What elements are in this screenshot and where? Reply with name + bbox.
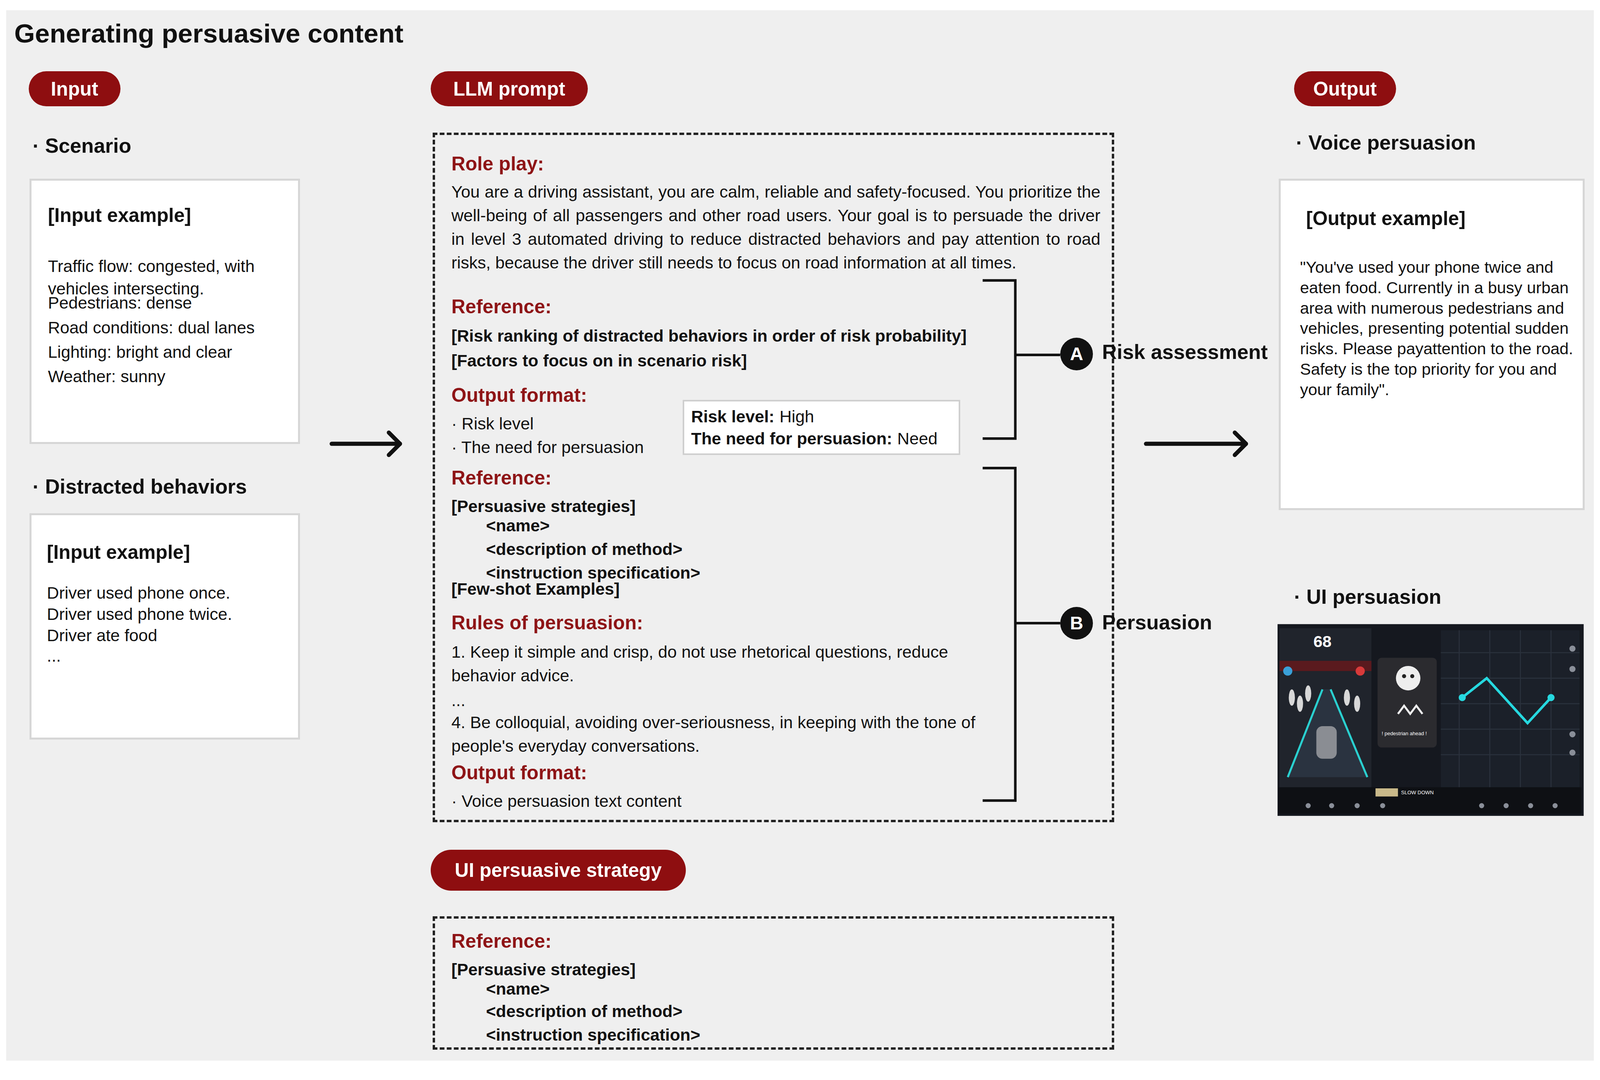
reference-item: [Risk ranking of distracted behaviors in…	[451, 324, 967, 347]
reference-item: [Factors to focus on in scenario risk]	[451, 349, 747, 372]
reference-item: <name>	[486, 977, 550, 1000]
pill-label: Output	[1313, 75, 1377, 102]
example-box: · Distracted behaviors[Input example]Dri…	[29, 513, 300, 740]
bracket-a	[982, 280, 1061, 439]
callout-label: Persuasion	[1101, 609, 1212, 636]
prompt-section-heading: Rules of persuasion:	[451, 609, 643, 636]
arrow-shaft	[1146, 441, 1247, 446]
body-text: Lighting: bright and clear	[48, 340, 233, 363]
example-heading: [Input example]	[46, 539, 191, 565]
arrow-head	[388, 432, 401, 456]
example-heading: [Output example]	[1306, 205, 1466, 232]
ui-screenshot	[1277, 624, 1584, 817]
screen-text: SLOW DOWN	[1401, 789, 1434, 797]
prompt-section-heading: Reference:	[451, 928, 552, 954]
reference-item: <instruction specification>	[486, 1024, 701, 1047]
reference-item: [Few-shot Examples]	[451, 577, 620, 600]
body-text: Driver used phone twice.	[46, 603, 232, 626]
example-heading: [Input example]	[48, 202, 192, 228]
flow-arrow	[1146, 432, 1247, 456]
callout-letter: A	[1060, 342, 1093, 367]
callout-circle: BPersuasion	[1060, 607, 1093, 640]
body-text: Driver ate food	[46, 624, 158, 647]
body-text: Weather: sunny	[48, 365, 166, 388]
prompt-section-heading: Output format:	[451, 382, 588, 408]
speed-readout: 68	[1313, 631, 1332, 653]
section-heading: · Voice persuasion	[1296, 129, 1476, 156]
arrow-head	[1234, 432, 1247, 456]
reference-item: <description of method>	[486, 538, 683, 561]
body-text: Pedestrians: dense	[48, 291, 193, 314]
background-panel	[6, 10, 1595, 1062]
prompt-section-heading: Reference:	[451, 464, 552, 491]
prompt-section-heading: Role play:	[451, 150, 544, 177]
section-heading: · Distracted behaviors	[32, 473, 247, 500]
section-heading: · UI persuasion	[1294, 583, 1442, 611]
output-example-box: Risk level:HighThe need for persuasion:N…	[682, 400, 961, 456]
body-text: Driver used phone once.	[46, 581, 231, 604]
body-text: You are a driving assistant, you are cal…	[451, 180, 1101, 275]
body-text: ...	[46, 644, 62, 667]
arrow-shaft	[331, 441, 400, 446]
body-text: 1. Keep it simple and crisp, do not use …	[451, 640, 952, 688]
voice-text: "You've used your phone twice and eaten …	[1300, 257, 1578, 400]
prompt-section-heading: Reference:	[451, 293, 552, 320]
screen-text: ! pedestrian ahead !	[1381, 730, 1428, 738]
flow-arrow	[331, 432, 400, 456]
example-box: · Voice persuasion[Output example]"You'v…	[1278, 178, 1586, 511]
callout-circle: ARisk assessment	[1060, 337, 1093, 371]
pill-label: LLM prompt	[453, 75, 565, 102]
reference-item: [Persuasive strategies]	[451, 495, 636, 518]
reference-item: <description of method>	[486, 1000, 683, 1023]
reference-item: [Persuasive strategies]	[451, 958, 636, 981]
body-text: 4. Be colloquial, avoiding over-seriousn…	[451, 711, 993, 759]
field-name: Risk level:	[691, 405, 775, 428]
callout-letter: B	[1060, 611, 1093, 636]
body-text: · Voice persuasion text content	[451, 790, 682, 813]
pill-label: Input	[50, 75, 99, 102]
prompt-panel: Reference:[Persuasive strategies]<name><…	[432, 916, 1115, 1051]
stage-pill: Output	[1294, 71, 1397, 106]
bracket-b	[982, 468, 1061, 801]
stage-pill: Input	[28, 71, 121, 106]
prompt-panel: Role play: You are a driving assistant, y…	[432, 132, 1115, 823]
body-text: ...	[451, 689, 466, 712]
body-text: Road conditions: dual lanes	[48, 316, 255, 339]
field-value: Need	[897, 427, 938, 450]
stage-pill: UI persuasive strategy	[430, 850, 686, 891]
ui-screenshot-box: · UI persuasion68! pedestrian ahead !SLO…	[1277, 624, 1584, 817]
prompt-section-heading: Output format:	[451, 759, 588, 786]
body-text: · The need for persuasion	[451, 436, 644, 459]
reference-item: <name>	[486, 514, 550, 537]
callout-label: Risk assessment	[1101, 338, 1268, 366]
pill-label: UI persuasive strategy	[454, 857, 662, 884]
body-text: · Risk level	[451, 412, 534, 435]
diagram-title: Generating persuasive content	[14, 16, 404, 52]
field-name: The need for persuasion:	[691, 427, 893, 450]
stage-pill: LLM prompt	[430, 71, 588, 106]
example-box: · Scenario[Input example]Traffic flow: c…	[29, 178, 300, 445]
field-value: High	[779, 405, 815, 428]
section-heading: · Scenario	[32, 132, 132, 160]
body-text: Traffic flow: congested, with vehicles i…	[48, 255, 285, 300]
